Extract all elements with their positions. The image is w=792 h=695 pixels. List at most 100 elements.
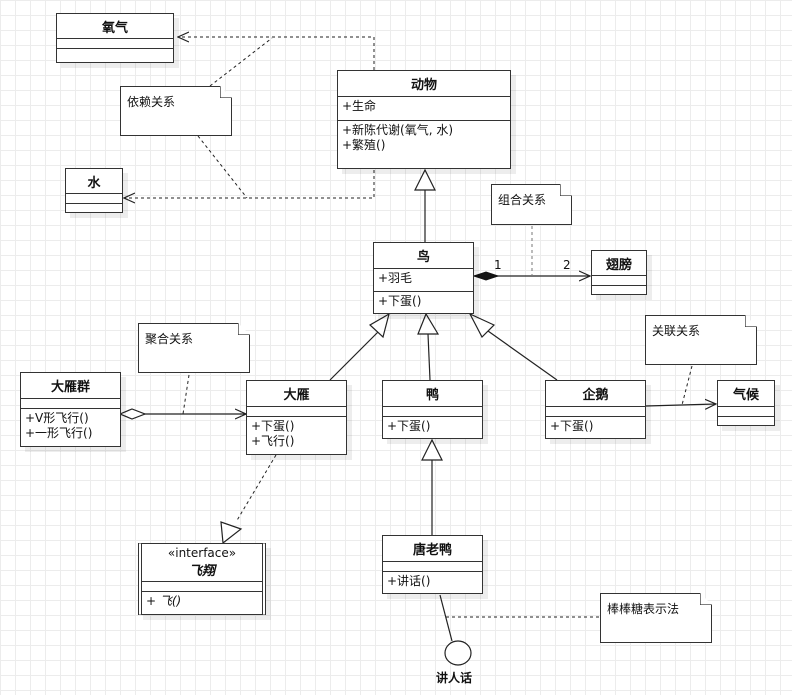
generalization-arrowhead — [368, 312, 390, 339]
operation: +飞行() — [251, 434, 295, 448]
interface-fly[interactable]: «interface» 飞翔 + 飞() — [138, 543, 266, 615]
generalization-penguin-bird — [487, 330, 558, 381]
multiplicity-bird: 1 — [494, 258, 502, 272]
class-name: 翅膀 — [592, 251, 646, 276]
class-name: 动物 — [338, 71, 510, 97]
class-climate[interactable]: 气候 — [717, 380, 775, 426]
note-lollipop[interactable]: 棒棒糖表示法 — [600, 593, 712, 643]
note-connector-association — [681, 365, 693, 406]
class-name: 氧气 — [57, 14, 173, 39]
class-attributes — [383, 562, 482, 572]
class-operations: +下蛋() — [383, 417, 482, 436]
operation: +一形飞行() — [25, 426, 93, 440]
note-composition[interactable]: 组合关系 — [491, 184, 572, 225]
class-attributes — [247, 407, 346, 417]
class-name: 企鹅 — [546, 381, 645, 407]
class-operations — [57, 49, 173, 53]
dependency-animal-oxygen — [178, 37, 375, 70]
class-attributes — [383, 407, 482, 417]
class-wing[interactable]: 翅膀 — [591, 250, 647, 295]
class-name: 鸟 — [374, 243, 473, 269]
class-duck[interactable]: 鸭 +下蛋() — [382, 380, 483, 439]
class-name: 唐老鸭 — [383, 536, 482, 562]
class-operations: +下蛋() +飞行() — [247, 417, 346, 451]
class-operations — [66, 204, 122, 208]
class-oxygen[interactable]: 氧气 — [56, 13, 174, 63]
generalization-arrowhead — [421, 438, 443, 461]
generalization-duck-bird — [427, 333, 431, 381]
lollipop-stem — [439, 594, 453, 642]
note-fold-icon — [700, 593, 712, 605]
class-attributes — [718, 407, 774, 417]
class-attributes: +羽毛 — [374, 269, 473, 292]
class-operations: +讲话() — [383, 572, 482, 591]
note-dependency[interactable]: 依赖关系 — [120, 86, 232, 136]
note-association[interactable]: 关联关系 — [645, 315, 757, 365]
operation: +下蛋() — [387, 419, 431, 433]
multiplicity-wing: 2 — [563, 258, 571, 272]
operation: +繁殖() — [342, 138, 386, 152]
interface-stereotype: «interface» — [167, 546, 237, 560]
note-fold-icon — [745, 315, 757, 327]
class-operations: +下蛋() — [374, 292, 473, 311]
attribute: +羽毛 — [378, 271, 413, 285]
class-name: 鸭 — [383, 381, 482, 407]
composition-diamond — [472, 271, 500, 281]
class-donald-duck[interactable]: 唐老鸭 +讲话() — [382, 535, 483, 594]
class-goose[interactable]: 大雁 +下蛋() +飞行() — [246, 380, 347, 455]
class-attributes — [142, 582, 262, 592]
class-attributes — [592, 276, 646, 286]
class-penguin[interactable]: 企鹅 +下蛋() — [545, 380, 646, 439]
interface-name: 飞翔 — [188, 564, 215, 579]
generalization-arrowhead — [414, 168, 436, 191]
lollipop-interface-label: 讲人话 — [436, 671, 473, 685]
note-connector-aggregation — [182, 374, 190, 415]
operation: +新陈代谢(氧气, 水) — [342, 123, 454, 137]
operation: + 飞() — [146, 594, 182, 608]
class-animal[interactable]: 动物 +生命 +新陈代谢(氧气, 水) +繁殖() — [337, 70, 511, 169]
class-bird[interactable]: 鸟 +羽毛 +下蛋() — [373, 242, 474, 314]
lollipop-circle-icon — [444, 640, 472, 666]
class-name: 大雁群 — [21, 373, 120, 399]
note-text: 依赖关系 — [127, 95, 176, 109]
dependency-animal-water — [124, 170, 375, 198]
class-attributes — [57, 39, 173, 49]
class-attributes — [66, 194, 122, 204]
class-attributes: +生命 — [338, 97, 510, 121]
association-penguin-climate — [645, 404, 716, 406]
note-text: 组合关系 — [498, 193, 547, 207]
note-fold-icon — [220, 86, 232, 98]
note-aggregation[interactable]: 聚合关系 — [138, 323, 250, 373]
note-fold-icon — [560, 184, 572, 196]
realization-goose-fly — [235, 454, 277, 523]
operation: +下蛋() — [251, 419, 295, 433]
note-connector-dependency-bottom — [197, 135, 248, 199]
class-name: «interface» 飞翔 — [142, 544, 262, 582]
class-operations — [592, 286, 646, 290]
class-operations — [718, 417, 774, 421]
note-text: 棒棒糖表示法 — [607, 602, 680, 616]
note-connector-dependency-top — [209, 37, 273, 87]
note-text: 关联关系 — [652, 324, 701, 338]
class-name: 气候 — [718, 381, 774, 407]
class-name: 水 — [66, 169, 122, 194]
class-operations: + 飞() — [142, 592, 262, 611]
class-goose-flock[interactable]: 大雁群 +V形飞行() +一形飞行() — [20, 372, 121, 447]
generalization-arrowhead — [417, 312, 440, 335]
aggregation-diamond — [118, 408, 147, 420]
class-operations: +新陈代谢(氧气, 水) +繁殖() — [338, 121, 510, 155]
attribute: +生命 — [342, 99, 377, 113]
generalization-goose-bird — [329, 331, 379, 381]
class-name: 大雁 — [247, 381, 346, 407]
class-attributes — [21, 399, 120, 409]
class-operations: +V形飞行() +一形飞行() — [21, 409, 120, 443]
realization-arrowhead — [220, 521, 243, 545]
generalization-arrowhead — [468, 312, 496, 339]
operation: +下蛋() — [378, 294, 422, 308]
class-attributes — [546, 407, 645, 417]
operation: +下蛋() — [550, 419, 594, 433]
class-water[interactable]: 水 — [65, 168, 123, 213]
operation: +讲话() — [387, 574, 431, 588]
operation: +V形飞行() — [25, 411, 89, 425]
